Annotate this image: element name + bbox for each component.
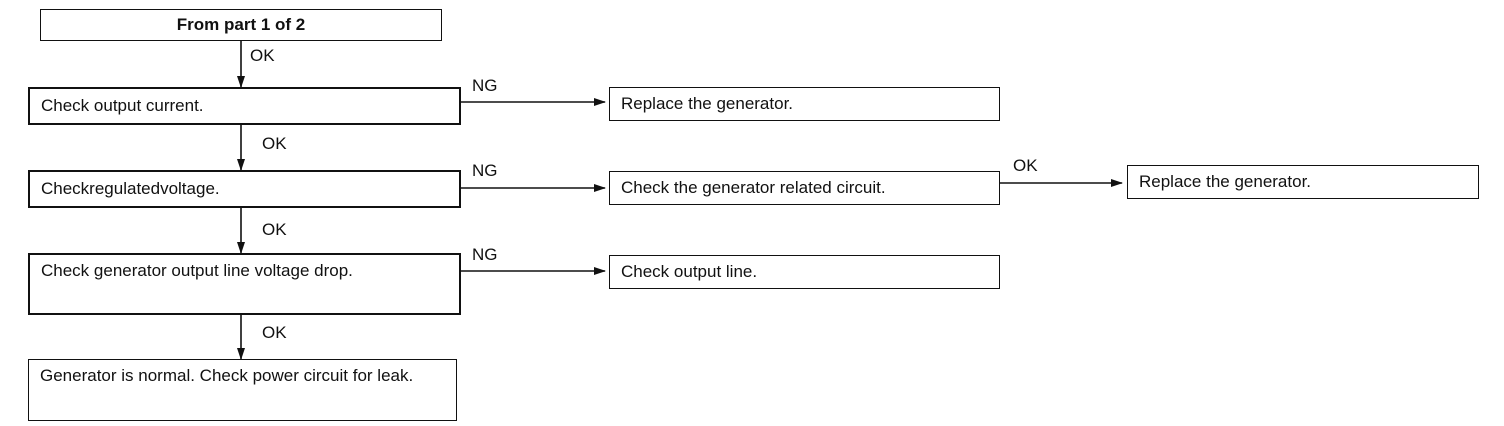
start-node: From part 1 of 2 xyxy=(40,9,442,41)
edge-label-ok: OK xyxy=(262,323,287,342)
edge-label-ng: NG xyxy=(472,245,498,264)
edge-label-ok: OK xyxy=(250,46,275,65)
replace-generator-node-2: Replace the generator. xyxy=(1127,165,1479,199)
check-output-line-voltage-drop-node: Check generator output line voltage drop… xyxy=(28,253,461,315)
edge-label-ok: OK xyxy=(262,220,287,239)
edge-label-ok: OK xyxy=(262,134,287,153)
edge-label-ng: NG xyxy=(472,76,498,95)
generator-normal-node: Generator is normal. Check power circuit… xyxy=(28,359,457,421)
check-output-current-node: Check output current. xyxy=(28,87,461,125)
check-regulated-voltage-node: Checkregulatedvoltage. xyxy=(28,170,461,208)
edge-label-ok: OK xyxy=(1013,156,1038,175)
edge-label-ng: NG xyxy=(472,161,498,180)
replace-generator-node-1: Replace the generator. xyxy=(609,87,1000,121)
check-output-line-node: Check output line. xyxy=(609,255,1000,289)
check-generator-related-circuit-node: Check the generator related circuit. xyxy=(609,171,1000,205)
